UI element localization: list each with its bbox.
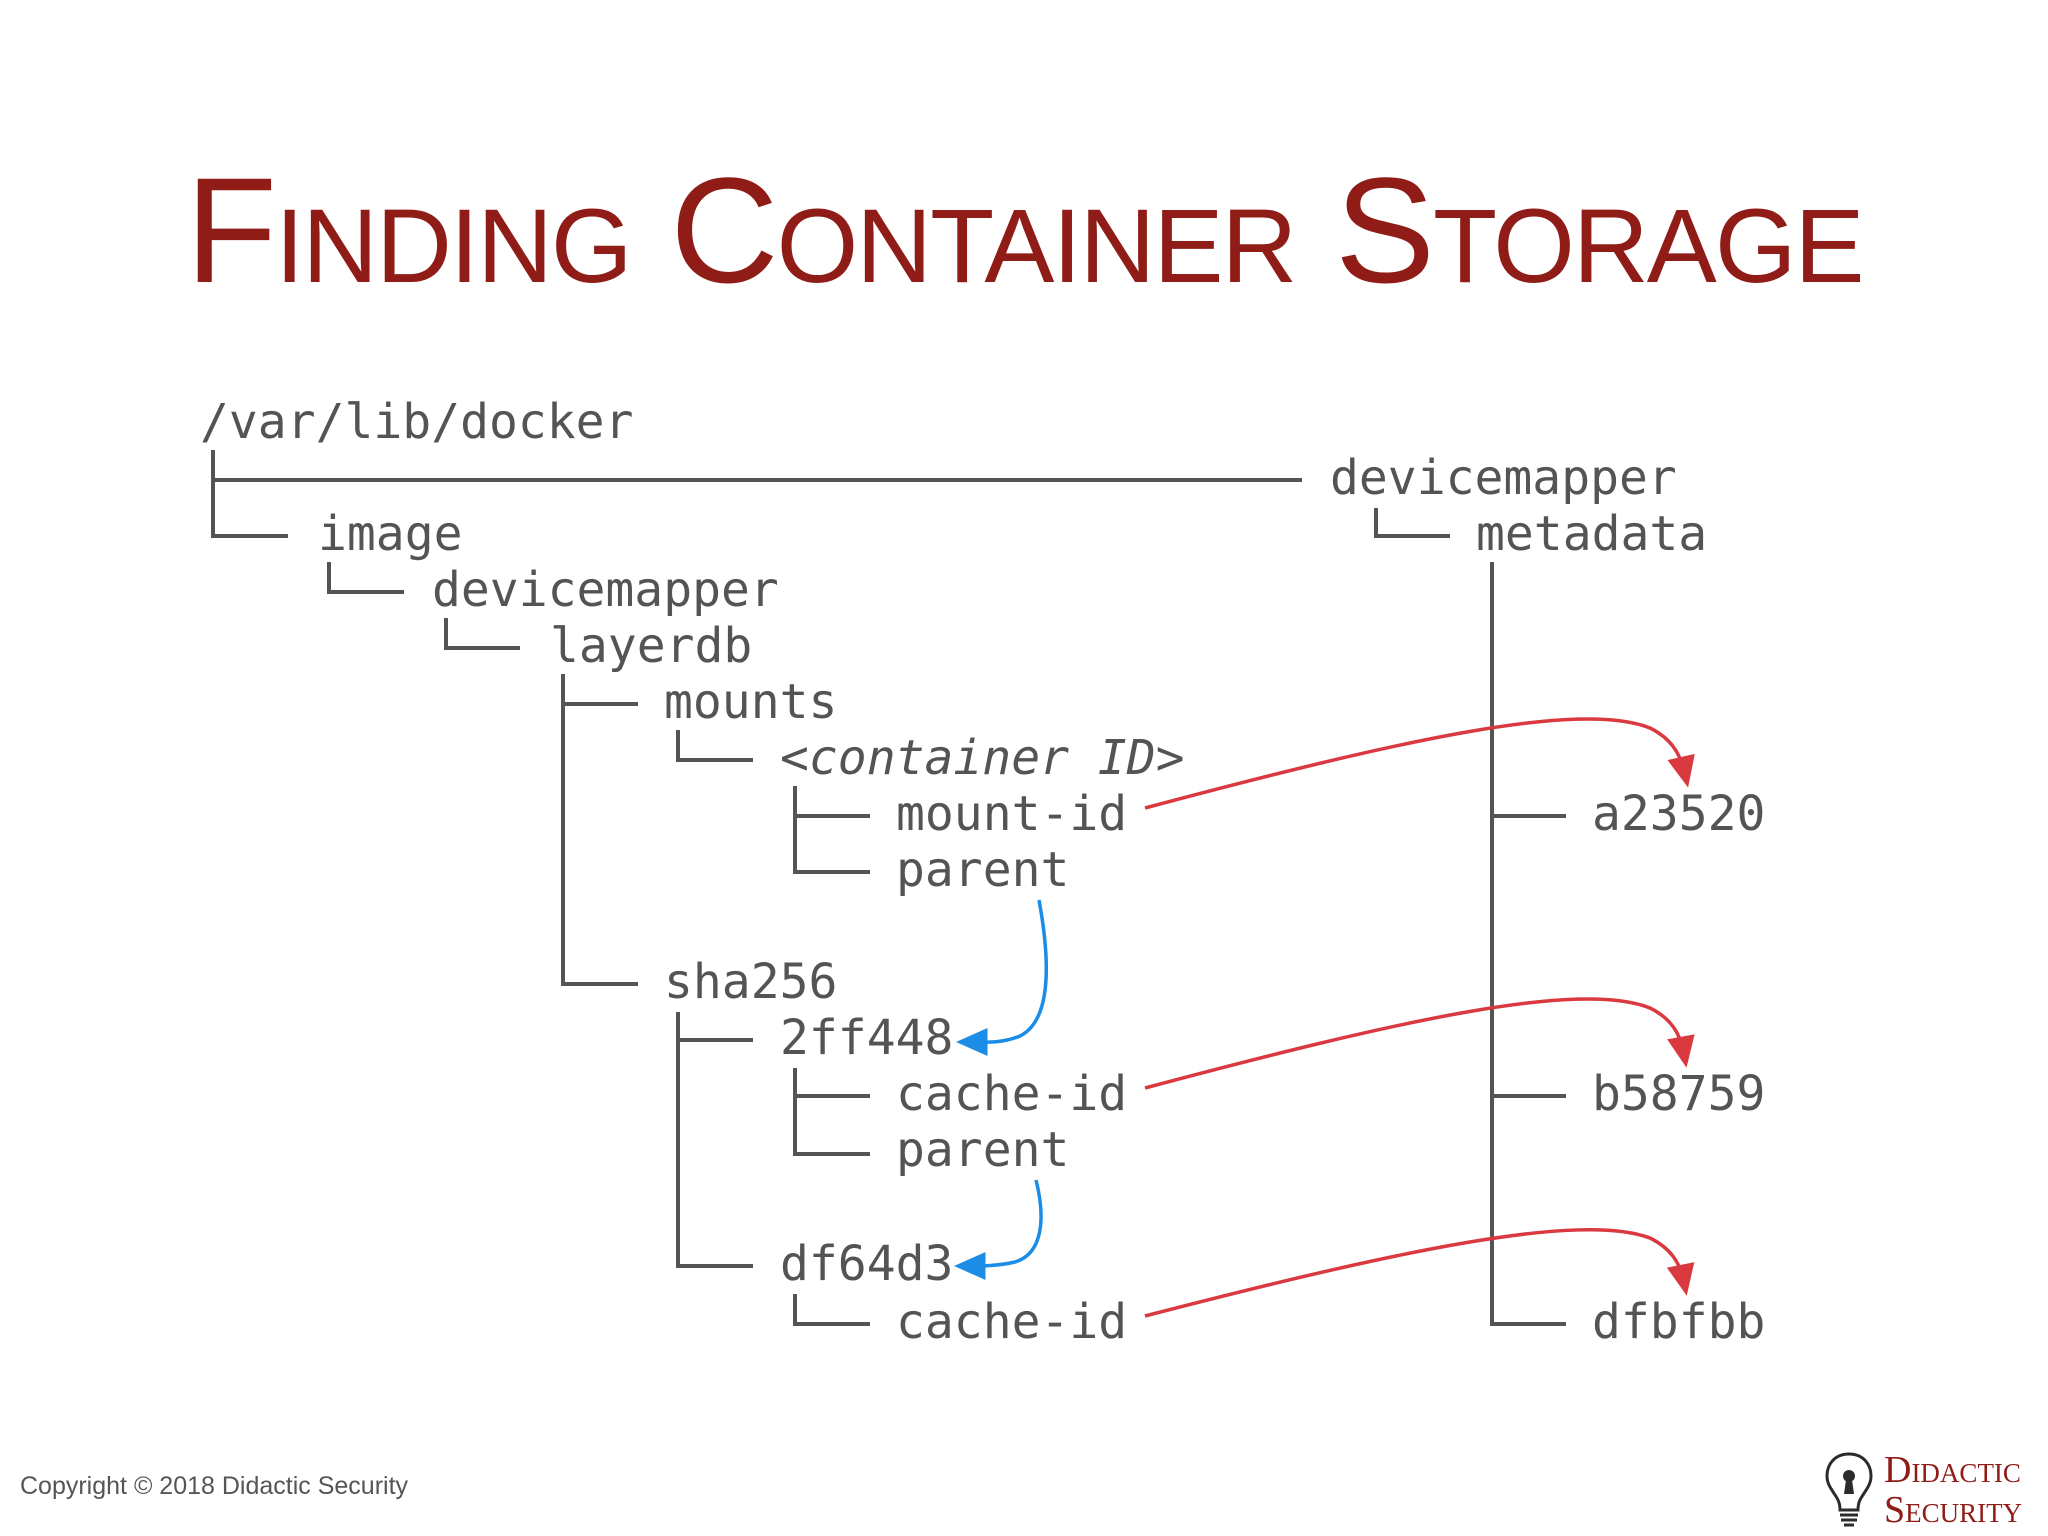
logo-word-security: Security <box>1884 1489 2023 1531</box>
connector-sha256-trunk <box>676 1012 753 1268</box>
connector-metadata-trunk <box>1490 562 1566 1326</box>
label-a23520: a23520 <box>1592 786 1765 842</box>
label-layerdb: layerdb <box>550 618 752 674</box>
connector-root-devicemapper <box>211 450 1302 482</box>
connector-layer-1-trunk <box>793 1068 870 1156</box>
connector-devicemapper-layerdb <box>444 618 520 650</box>
arrow-cache-id-1-to-b58759 <box>1144 997 1695 1090</box>
label-parent-2: parent <box>896 1122 1069 1178</box>
connector-layerdb-trunk <box>561 674 638 986</box>
connector-devicemapper-metadata <box>1374 508 1450 538</box>
label-devicemapper-top: devicemapper <box>1330 450 1677 506</box>
label-layer-2ff448: 2ff448 <box>780 1010 953 1066</box>
label-mount-id: mount-id <box>896 786 1127 842</box>
slide-title: Finding Container Storage <box>185 146 1864 314</box>
didactic-security-logo: Didactic Security <box>1822 1448 2042 1532</box>
label-var-lib-docker: /var/lib/docker <box>200 394 633 450</box>
label-image: image <box>318 506 463 562</box>
label-devicemapper: devicemapper <box>432 562 779 618</box>
connector-mounts-container <box>676 730 753 762</box>
label-mounts: mounts <box>664 674 837 730</box>
logo-word-didactic: Didactic <box>1884 1449 2021 1491</box>
arrow-parent-2-to-df64d3 <box>954 1179 1043 1280</box>
label-dfbfbb: dfbfbb <box>1592 1294 1765 1350</box>
label-cache-id-2: cache-id <box>896 1294 1127 1350</box>
label-parent-1: parent <box>896 842 1069 898</box>
label-cache-id-1: cache-id <box>896 1066 1127 1122</box>
copyright-text: Copyright © 2018 Didactic Security <box>20 1472 409 1500</box>
label-container-id: <container ID> <box>780 730 1185 786</box>
arrow-cache-id-2-to-dfbfbb <box>1144 1227 1695 1318</box>
connector-image-devicemapper <box>327 562 404 594</box>
label-layer-df64d3: df64d3 <box>780 1236 953 1292</box>
connector-layer-2-cache-id <box>793 1294 870 1326</box>
label-metadata: metadata <box>1476 506 1707 562</box>
arrow-parent-1-to-2ff448 <box>956 899 1049 1057</box>
arrow-mount-id-to-a23520 <box>1144 717 1695 810</box>
label-b58759: b58759 <box>1592 1066 1765 1122</box>
label-sha256: sha256 <box>664 954 837 1010</box>
connector-container-trunk <box>793 786 870 874</box>
lightbulb-keyhole-icon <box>1825 1452 1873 1527</box>
connector-root-image <box>211 480 288 538</box>
